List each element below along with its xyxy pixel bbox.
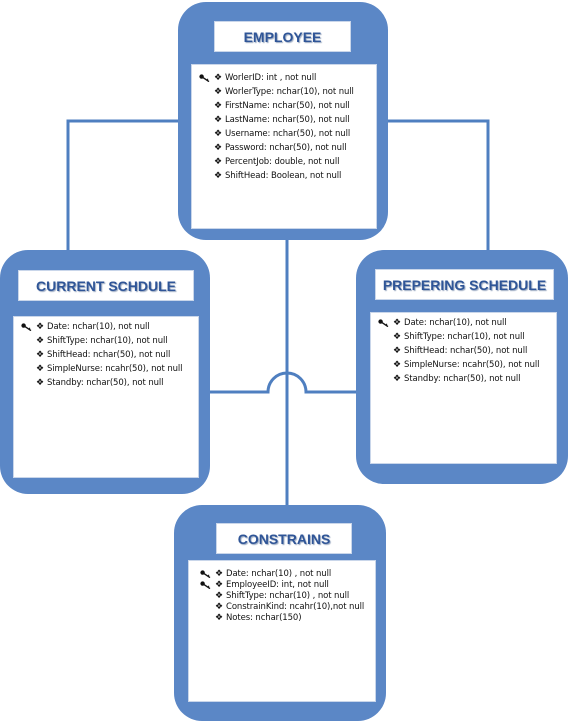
prepering-schedule-title: PREPERING SCHEDULE [375,269,554,300]
field-text: ShiftHead: nchar(50), not null [47,350,171,360]
field-text: EmployeeID: int, not null [226,579,329,590]
diamond-bullet-icon: ❖ [36,322,44,332]
prepering-schedule-table[interactable]: PREPERING SCHEDULE ❖Date: nchar(10), not… [356,250,568,484]
field-text: ShiftHead: Boolean, not null [225,171,342,181]
field-text: ShiftType: nchar(10), not null [47,336,168,346]
diamond-bullet-icon: ❖ [215,601,223,612]
key-icon [377,319,390,327]
diamond-bullet-icon: ❖ [214,157,222,167]
field-text: Date: nchar(10), not null [404,318,507,328]
employee-title: EMPLOYEE [214,21,351,52]
field-text: Date: nchar(10) , not null [226,568,332,579]
key-icon [199,569,212,578]
diamond-bullet-icon: ❖ [214,73,222,83]
employee-table[interactable]: EMPLOYEE ❖WorlerID: int , not null ❖Worl… [178,2,388,240]
field-lastname: ❖LastName: nchar(50), not null [198,113,376,127]
field-date: ❖Date: nchar(10), not null [20,320,198,334]
constrains-table[interactable]: CONSTRAINS ❖Date: nchar(10) , not null ❖… [174,505,386,721]
diamond-bullet-icon: ❖ [36,336,44,346]
field-firstname: ❖FirstName: nchar(50), not null [198,99,376,113]
field-notes: ❖Notes: nchar(150) [199,612,375,623]
field-text: SimpleNurse: ncahr(50), not null [404,360,540,370]
diamond-bullet-icon: ❖ [393,360,401,370]
key-icon [20,323,33,331]
key-icon [199,580,212,589]
prepering-schedule-field-list: ❖Date: nchar(10), not null ❖ShiftType: n… [371,313,556,386]
field-text: WorlerID: int , not null [225,73,317,83]
diamond-bullet-icon: ❖ [215,612,223,623]
field-text: Password: nchar(50), not null [225,143,347,153]
field-text: ShiftType: nchar(10) , not null [226,590,350,601]
current-schedule-title: CURRENT SCHDULE [18,270,194,301]
field-shifttype: ❖ShiftType: nchar(10) , not null [199,590,375,601]
diamond-bullet-icon: ❖ [393,346,401,356]
diamond-bullet-icon: ❖ [214,171,222,181]
field-standby: ❖Standby: nchar(50), not null [377,372,556,386]
key-icon [198,74,211,82]
field-shifthead: ❖ShiftHead: Boolean, not null [198,169,376,183]
field-password: ❖Password: nchar(50), not null [198,141,376,155]
field-worlertype: ❖WorlerType: nchar(10), not null [198,85,376,99]
field-text: Username: nchar(50), not null [225,129,351,139]
field-shifttype: ❖ShiftType: nchar(10), not null [377,330,556,344]
diamond-bullet-icon: ❖ [214,143,222,153]
field-shifttype: ❖ShiftType: nchar(10), not null [20,334,198,348]
field-constrainkind: ❖ConstrainKind: ncahr(10),not null [199,601,375,612]
diamond-bullet-icon: ❖ [393,318,401,328]
constrains-title: CONSTRAINS [216,523,352,554]
field-text: LastName: nchar(50), not null [225,115,350,125]
diamond-bullet-icon: ❖ [36,350,44,360]
constrains-field-list: ❖Date: nchar(10) , not null ❖EmployeeID:… [189,561,375,623]
connector-employee-current [66,119,180,255]
diamond-bullet-icon: ❖ [215,568,223,579]
current-schedule-table[interactable]: CURRENT SCHDULE ❖Date: nchar(10), not nu… [0,250,210,494]
constrains-fields-panel: ❖Date: nchar(10) , not null ❖EmployeeID:… [188,560,376,702]
field-username: ❖Username: nchar(50), not null [198,127,376,141]
diamond-bullet-icon: ❖ [393,374,401,384]
diamond-bullet-icon: ❖ [393,332,401,342]
employee-field-list: ❖WorlerID: int , not null ❖WorlerType: n… [192,65,376,183]
field-text: WorlerType: nchar(10), not null [225,87,354,97]
field-worlerid: ❖WorlerID: int , not null [198,71,376,85]
field-standby: ❖Standby: nchar(50), not null [20,376,198,390]
field-text: PercentJob: double, not null [225,157,340,167]
current-schedule-fields-panel: ❖Date: nchar(10), not null ❖ShiftType: n… [13,316,199,478]
field-text: FirstName: nchar(50), not null [225,101,350,111]
field-text: SimpleNurse: ncahr(50), not null [47,364,183,374]
field-simplenurse: ❖SimpleNurse: ncahr(50), not null [20,362,198,376]
diamond-bullet-icon: ❖ [215,590,223,601]
diamond-bullet-icon: ❖ [214,115,222,125]
field-text: ShiftType: nchar(10), not null [404,332,525,342]
current-schedule-field-list: ❖Date: nchar(10), not null ❖ShiftType: n… [14,317,198,390]
field-text: ConstrainKind: ncahr(10),not null [226,601,365,612]
field-text: Date: nchar(10), not null [47,322,150,332]
field-text: Standby: nchar(50), not null [47,378,164,388]
field-shifthead: ❖ShiftHead: nchar(50), not null [377,344,556,358]
field-date: ❖Date: nchar(10), not null [377,316,556,330]
connector-employee-prepering [386,119,490,255]
diamond-bullet-icon: ❖ [215,579,223,590]
diamond-bullet-icon: ❖ [36,364,44,374]
field-text: Notes: nchar(150) [226,612,302,623]
employee-fields-panel: ❖WorlerID: int , not null ❖WorlerType: n… [191,64,377,229]
field-date: ❖Date: nchar(10) , not null [199,568,375,579]
diamond-bullet-icon: ❖ [214,101,222,111]
field-shifthead: ❖ShiftHead: nchar(50), not null [20,348,198,362]
field-employeeid: ❖EmployeeID: int, not null [199,579,375,590]
diamond-bullet-icon: ❖ [36,378,44,388]
field-simplenurse: ❖SimpleNurse: ncahr(50), not null [377,358,556,372]
diamond-bullet-icon: ❖ [214,87,222,97]
connector-current-prepering [207,371,370,394]
field-percentjob: ❖PercentJob: double, not null [198,155,376,169]
prepering-schedule-fields-panel: ❖Date: nchar(10), not null ❖ShiftType: n… [370,312,557,464]
diamond-bullet-icon: ❖ [214,129,222,139]
field-text: ShiftHead: nchar(50), not null [404,346,528,356]
field-text: Standby: nchar(50), not null [404,374,521,384]
